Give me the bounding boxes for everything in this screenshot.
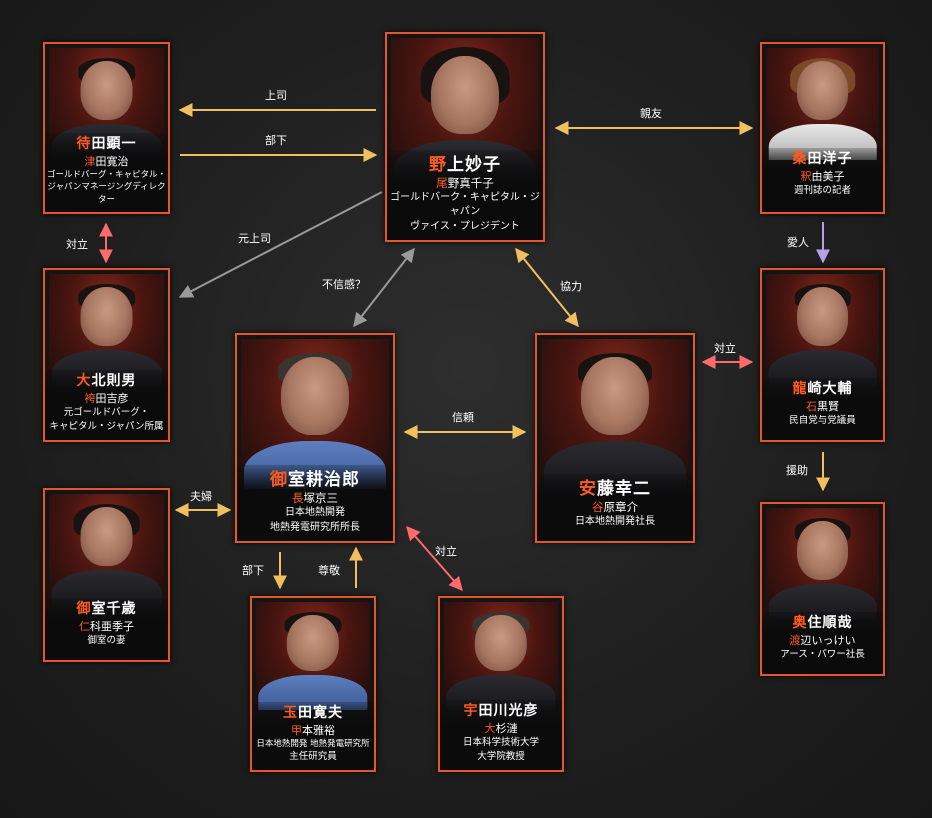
character-role: アース・パワー社長 [780,649,865,661]
label-joushi: 上司 [265,89,287,102]
label-shinrai: 信頼 [452,411,474,424]
label-fuufu: 夫婦 [190,490,212,503]
label-tairitsu-bottom: 対立 [435,545,457,558]
character-role-line2: キャピタル・ジャパン所属 [49,421,164,433]
actor-name: 大杉漣 [484,722,518,736]
character-role-line2: ヴァイス・プレジデント [410,220,520,232]
character-name: 玉田寛夫 [283,704,343,721]
portrait-ando [541,339,689,489]
label-enjo: 援助 [786,464,808,477]
card-mimuro-kojiro[interactable]: 御室耕治郎 長塚京三 日本地熱開発 地熱発電研究所所長 [235,333,395,543]
character-name: 野上妙子 [429,154,501,175]
card-noue-taeko[interactable]: 野上妙子 尾野真千子 ゴールドバーク・キャピタル・ジャパン ヴァイス・プレジデン… [385,32,545,242]
card-okusumi-junya[interactable]: 奥住順哉 渡辺いっけい アース・パワー社長 [760,502,885,676]
card-tamada-hiroo[interactable]: 玉田寛夫 甲本雅裕 日本地熱開発 地熱発電研究所 主任研究員 [250,596,376,772]
label-shinyu: 親友 [640,107,662,120]
actor-name: 長塚京三 [292,491,338,505]
label-kyoryoku: 協力 [560,280,582,293]
character-role: 御室の妻 [87,635,126,647]
actor-name: 石黒賢 [806,400,839,414]
character-role: ゴールドバーク・キャピタル・ジャパン [390,191,540,218]
character-role: 民自党与党議員 [789,415,856,427]
character-name: 大北則男 [76,373,137,390]
label-tairitsu-right: 対立 [714,342,736,355]
character-role: 日本地熱開発社長 [575,515,655,527]
portrait-chitose [49,494,164,606]
character-name: 待田顕一 [76,136,137,153]
character-role: 日本地熱開発 [285,507,345,518]
actor-name: 渡辺いっけい [789,634,856,648]
character-name: 龍崎大輔 [792,381,853,398]
card-mimuro-chitose[interactable]: 御室千歳 仁科亜季子 御室の妻 [43,488,170,662]
character-role-line2: 大学院教授 [477,751,525,763]
character-role-line2: 主任研究員 [289,751,337,763]
portrait-tamada [256,602,370,710]
character-role: 週刊誌の記者 [793,185,851,197]
actor-name: 仁科亜季子 [79,620,134,634]
label-tairitsu-left: 対立 [66,238,88,251]
character-name: 安藤幸二 [579,478,651,499]
card-machida-kenichi[interactable]: 待田顕一 津田寛治 ゴールドバーグ・キャピタル・ ジャパンマネージングディレクタ… [43,42,170,214]
character-name: 桑田洋子 [792,151,853,168]
portrait-kuwata [766,48,879,160]
label-buka-bottom: 部下 [242,564,264,577]
portrait-ryuzaki [766,274,879,386]
arrow-tairitsu-bottom [406,525,463,592]
character-role: 日本科学技術大学 [462,737,539,749]
arrow-kyoryoku [515,247,579,328]
label-moto-joushi: 元上司 [238,232,271,245]
card-ando-koji[interactable]: 安藤幸二 谷原章介 日本地熱開発社長 [535,333,695,543]
character-role: 元ゴールドバーグ・ [63,407,150,419]
label-sonkei: 尊敬 [318,564,340,577]
arrow-fushinkan [353,247,415,328]
label-fushinkan: 不信感？ [322,278,366,291]
character-role: ゴールドバーグ・キャピタル・ [46,170,166,181]
character-name: 宇田川光彦 [463,703,539,720]
card-ryuzaki-daisuke[interactable]: 龍崎大輔 石黒賢 民自党与党議員 [760,268,885,442]
character-role-line2: ジャパンマネージングディレクター [47,182,166,205]
portrait-okita [49,274,164,386]
character-name: 奥住順哉 [792,615,853,632]
actor-name: 尾野真千子 [436,175,494,190]
card-okita-norio[interactable]: 大北則男 袴田吉彦 元ゴールドバーグ・ キャピタル・ジャパン所属 [43,268,170,442]
character-name: 御室千歳 [76,601,137,618]
actor-name: 甲本雅裕 [291,723,335,737]
character-name: 御室耕治郎 [270,470,360,490]
label-buka-top: 部下 [265,134,287,147]
label-aijin: 愛人 [787,236,809,249]
arrow-moto-joushi [178,191,383,298]
portrait-utagawa [444,602,558,710]
actor-name: 津田寛治 [84,155,129,169]
actor-name: 釈由美子 [800,170,845,184]
card-utagawa-mitsuhiko[interactable]: 宇田川光彦 大杉漣 日本科学技術大学 大学院教授 [438,596,564,772]
portrait-okusumi [766,508,879,620]
character-role-line2: 地熱発電研究所所長 [270,521,360,533]
character-role: 日本地熱開発 地熱発電研究所 [256,738,370,749]
actor-name: 谷原章介 [592,499,638,514]
card-kuwata-yoko[interactable]: 桑田洋子 釈由美子 週刊誌の記者 [760,42,885,214]
actor-name: 袴田吉彦 [84,392,129,406]
